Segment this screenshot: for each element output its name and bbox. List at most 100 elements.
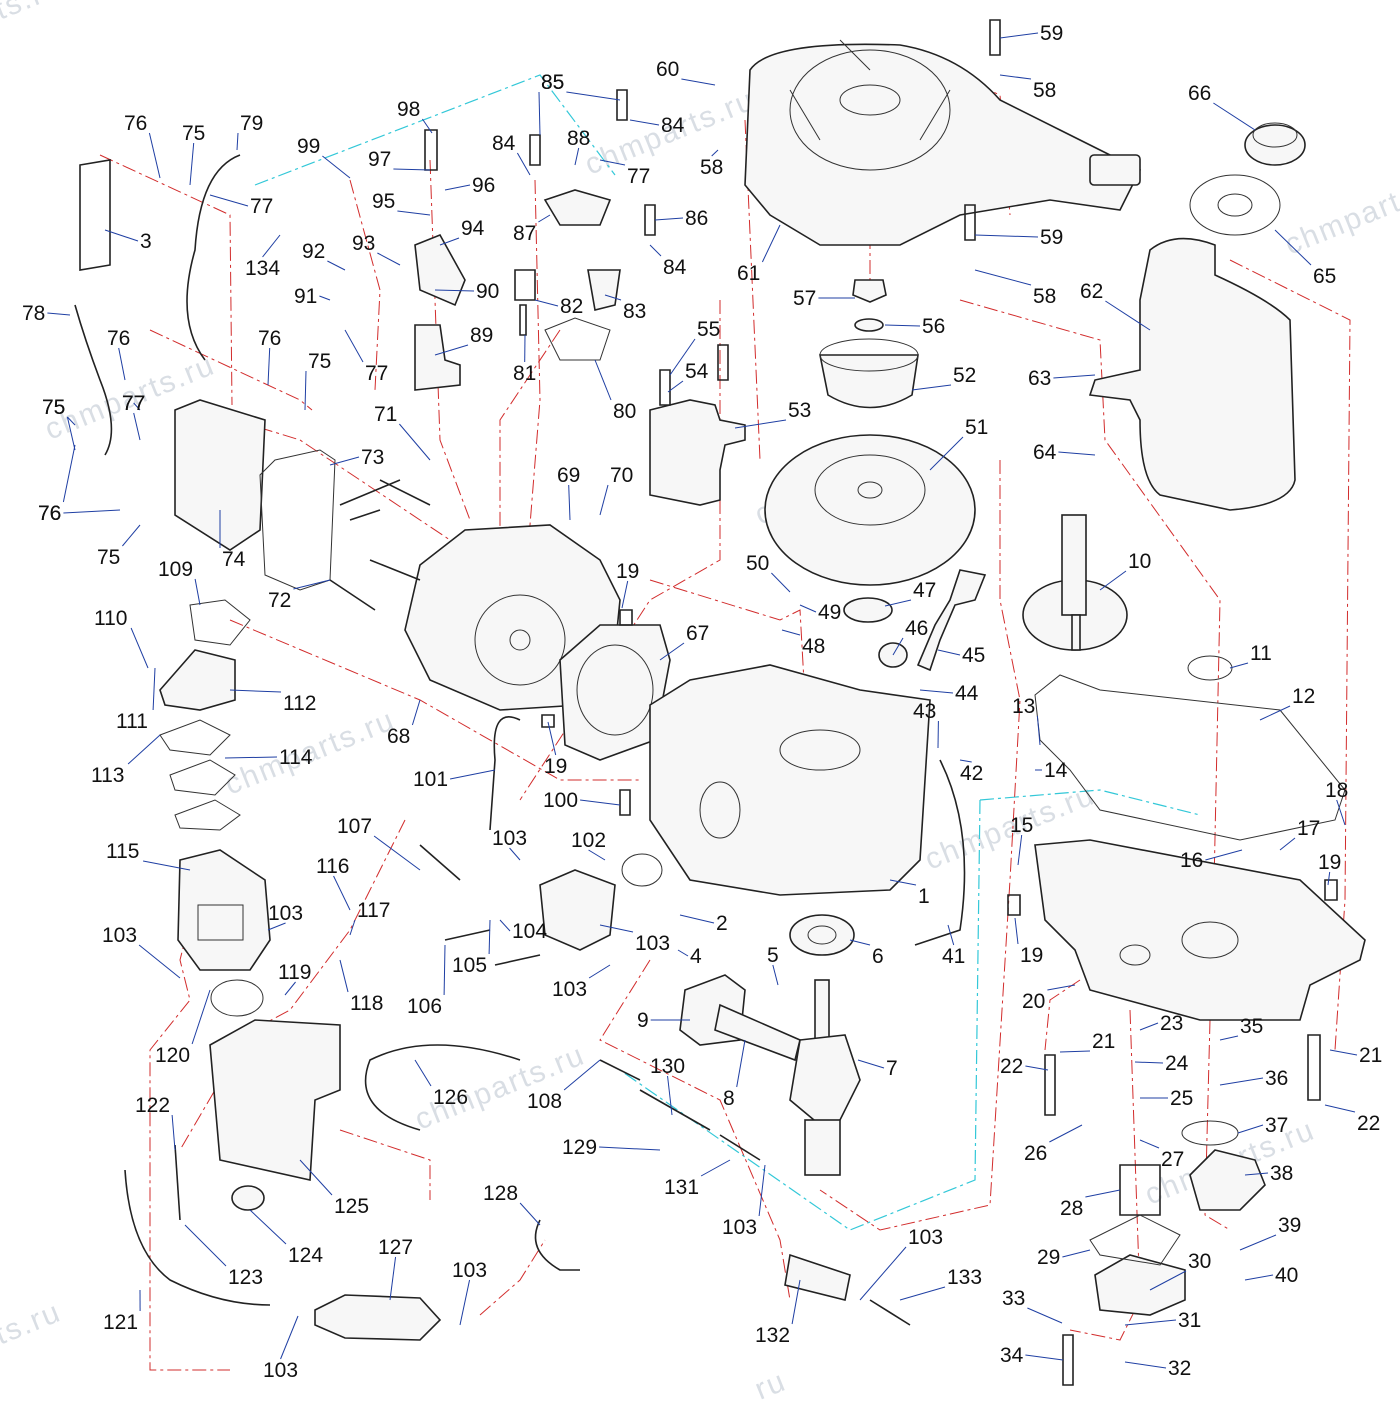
part-callout-label: 117	[357, 899, 390, 922]
part-callout-label: 77	[627, 165, 650, 188]
leader-line	[1245, 1275, 1273, 1280]
part-callout-label: 77	[122, 392, 145, 415]
leader-line	[1230, 663, 1248, 668]
part-callout-label: 38	[1270, 1162, 1293, 1185]
leader-line	[1015, 918, 1018, 944]
leader-line	[1053, 375, 1095, 378]
part-callout-label: 105	[452, 954, 487, 977]
leader-line	[681, 79, 715, 85]
part-callout-label: 37	[1265, 1114, 1288, 1137]
leader-line	[622, 581, 628, 608]
part-callout-label: 107	[337, 815, 372, 838]
leader-line	[489, 920, 490, 954]
leader-line	[520, 1203, 540, 1225]
leader-line	[1000, 75, 1031, 79]
leader-line	[1280, 838, 1295, 850]
part-callout-label: 119	[278, 961, 311, 984]
part-callout-label: 103	[635, 932, 670, 955]
leader-line	[1140, 1140, 1159, 1148]
part-callout-label: 28	[1060, 1197, 1083, 1220]
part-callout-label: 101	[413, 768, 448, 791]
leader-line	[1047, 985, 1075, 990]
part-callout-label: 65	[1313, 265, 1336, 288]
breather-gasket	[545, 318, 610, 360]
part-callout-label: 69	[557, 464, 580, 487]
part-callout-label: 126	[433, 1086, 468, 1109]
part-callout-label: 54	[685, 360, 709, 383]
leader-line	[773, 965, 778, 985]
leader-line	[185, 1225, 226, 1266]
leader-line	[1049, 1125, 1082, 1142]
part-callout-label: 31	[1178, 1309, 1201, 1332]
leader-line	[153, 668, 155, 710]
leader-line	[63, 510, 120, 513]
leader-line	[1213, 103, 1255, 130]
leader-line	[1025, 1355, 1063, 1360]
leader-line	[920, 690, 953, 693]
part-callout-label: 9	[637, 1009, 649, 1032]
part-callout-label: 75	[42, 396, 65, 419]
part-callout-label: 29	[1037, 1246, 1060, 1269]
part-callout-label: 102	[571, 829, 606, 852]
part-callout-label: 24	[1165, 1052, 1189, 1075]
part-callout-label: 131	[664, 1176, 699, 1199]
part-callout-label: 118	[350, 992, 383, 1015]
part-callout-label: 59	[1040, 22, 1063, 45]
hose-133	[870, 1300, 910, 1325]
air-silencer-box	[210, 1020, 340, 1180]
leader-line	[149, 133, 160, 178]
part-callout-label: 128	[483, 1182, 518, 1205]
part-callout-label: 19	[544, 755, 567, 778]
leader-line	[345, 330, 363, 362]
part-callout-label: 112	[283, 692, 316, 715]
leader-line	[172, 1115, 175, 1150]
leader-line	[500, 920, 510, 931]
part-callout-label: 67	[686, 622, 709, 645]
leader-line	[1100, 571, 1126, 590]
leader-line	[322, 156, 350, 178]
part-callout-label: 124	[288, 1244, 323, 1267]
primer-bulb	[315, 1295, 440, 1340]
carburetor	[178, 850, 270, 970]
hose-130	[640, 1090, 710, 1130]
part-callout-label: 10	[1128, 550, 1151, 573]
part-callout-label: 123	[228, 1266, 263, 1289]
valve-cover-gasket	[260, 450, 335, 590]
leader-line	[119, 348, 125, 380]
leader-line	[850, 940, 870, 945]
part-callout-label: 110	[94, 607, 127, 630]
leader-line	[460, 1280, 470, 1325]
part-callout-label: 48	[802, 635, 825, 658]
part-callout-label: 72	[268, 589, 291, 612]
part-callout-label: 103	[452, 1259, 487, 1282]
part-callout-label: 108	[527, 1090, 562, 1113]
part-callout-label: 103	[552, 978, 587, 1001]
watermark-text: ts.r	[0, 0, 49, 26]
part-callout-label: 75	[182, 122, 205, 145]
part-callout-label: 22	[1357, 1112, 1380, 1135]
leader-line	[782, 630, 800, 635]
part-callout-label: 115	[106, 840, 139, 863]
leader-line	[1027, 1308, 1062, 1323]
leader-line	[912, 385, 951, 390]
part-callout-label: 77	[365, 362, 388, 385]
part-callout-label: 35	[1240, 1015, 1263, 1038]
part-callout-label: 36	[1265, 1067, 1288, 1090]
o-ring-120	[211, 980, 263, 1016]
part-callout-label: 32	[1168, 1357, 1191, 1380]
leader-line	[334, 876, 350, 910]
part-callout-label: 130	[650, 1055, 685, 1078]
leader-line	[680, 915, 714, 923]
part-callout-label: 41	[942, 945, 965, 968]
leader-line	[134, 413, 140, 440]
leader-line	[195, 579, 200, 605]
part-callout-label: 103	[492, 827, 527, 850]
hose-100	[490, 717, 520, 830]
leader-line	[535, 300, 558, 306]
leader-line	[128, 735, 160, 764]
leader-line	[139, 945, 180, 978]
o-ring-101	[622, 854, 662, 886]
part-callout-label: 71	[374, 403, 397, 426]
part-callout-label: 78	[22, 302, 45, 325]
leader-line	[668, 1076, 672, 1115]
